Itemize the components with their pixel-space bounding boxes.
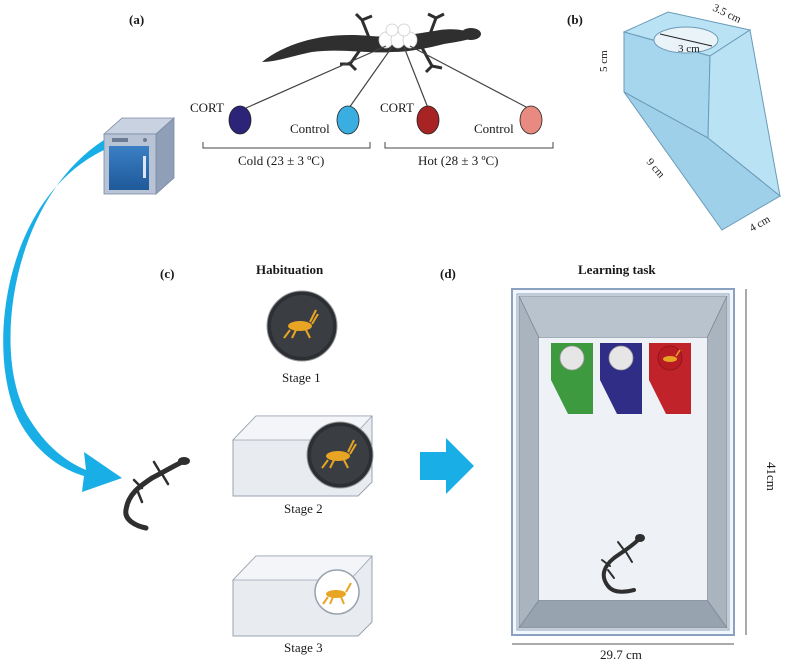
gecko-in-arena-icon [601, 534, 645, 594]
dim-length: 9 cm [644, 156, 667, 181]
label-hot-temp: Hot (28 ± 3 ºC) [418, 153, 499, 168]
choice-box-blue [600, 343, 642, 414]
label-cold-cort: CORT [190, 100, 224, 115]
label-cold-control: Control [290, 121, 330, 136]
cricket-icon [321, 439, 357, 469]
treatment-lines [245, 45, 529, 109]
cricket-icon [322, 582, 352, 605]
egg-clutch [378, 23, 418, 49]
cricket-icon [663, 349, 681, 362]
gecko-hatchling-icon [123, 457, 190, 531]
stage3-label: Stage 3 [284, 640, 323, 655]
arena-height-label: 41cm [764, 462, 779, 491]
label-hot-control: Control [474, 121, 514, 136]
shelter-box [622, 11, 781, 231]
arena [511, 288, 735, 636]
habituation-title: Habituation [256, 262, 324, 277]
egg-cold-cort [228, 105, 252, 135]
label-hot-cort: CORT [380, 100, 414, 115]
bracket-cold [202, 142, 371, 149]
right-arrow [420, 438, 474, 494]
arena-width-label: 29.7 cm [600, 647, 642, 662]
incubator-icon [102, 117, 176, 195]
choice-box-red [649, 343, 691, 414]
panel-a-label: (a) [129, 12, 144, 27]
panel-d-label: (d) [440, 266, 456, 281]
dim-width: 4 cm [748, 213, 773, 234]
cricket-icon [283, 309, 319, 339]
egg-cold-control [336, 105, 360, 135]
stage2-tube [232, 415, 374, 497]
stage2-label: Stage 2 [284, 501, 323, 516]
dim-height: 5 cm [598, 50, 610, 72]
panel-b-label: (b) [567, 12, 583, 27]
learning-task-title: Learning task [578, 262, 656, 277]
panel-c-label: (c) [160, 266, 174, 281]
dim-top-diameter: 3 cm [678, 43, 700, 55]
gecko-adult-icon [262, 12, 481, 74]
label-cold-temp: Cold (23 ± 3 ºC) [238, 153, 324, 168]
egg-hot-cort [416, 105, 440, 135]
curved-arrow [3, 140, 122, 492]
stage3-tube [232, 555, 373, 637]
stage1-dish [266, 290, 338, 362]
egg-hot-control [519, 105, 543, 135]
choice-box-green [551, 343, 593, 414]
bracket-hot [384, 142, 554, 149]
stage1-label: Stage 1 [282, 370, 321, 385]
